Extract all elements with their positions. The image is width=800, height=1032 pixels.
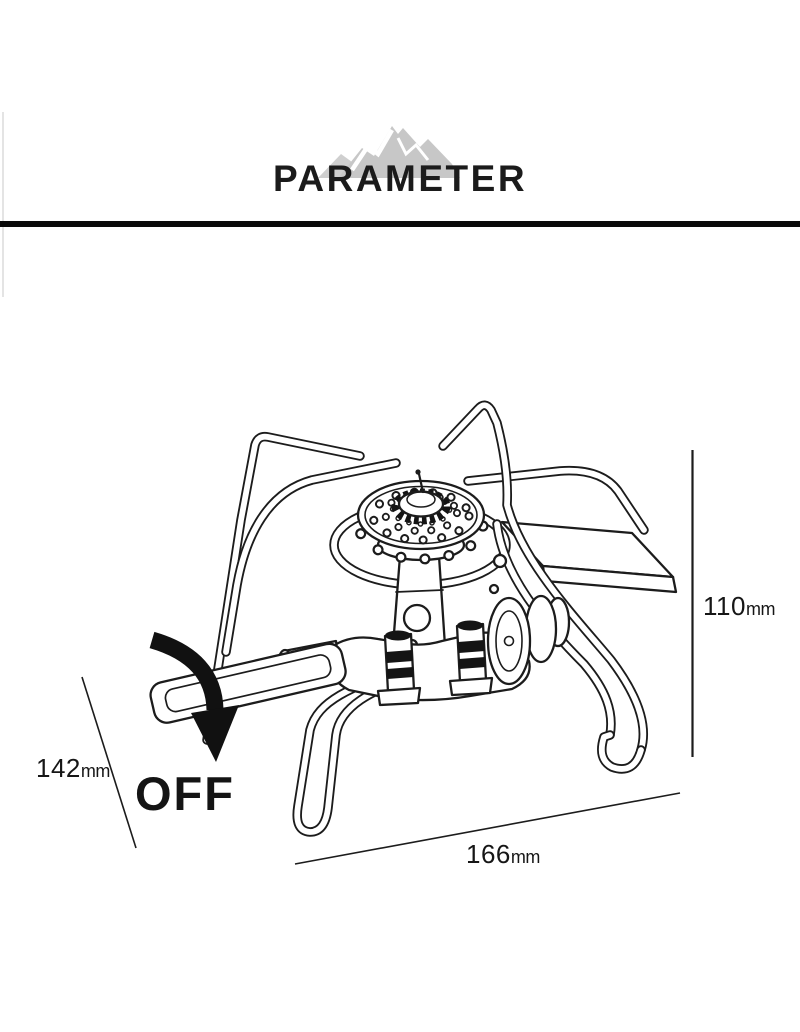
mountain-icon (318, 126, 460, 178)
control-handle (149, 642, 347, 724)
dimension-unit: mm (80, 761, 111, 781)
igniter-dome (397, 469, 445, 518)
dimension-unit: mm (745, 599, 776, 619)
divider-line (0, 221, 800, 227)
front-left-leg (292, 661, 419, 837)
front-right-leg (438, 400, 648, 774)
depth-dimension-line (81, 676, 137, 849)
dimension-lines (81, 450, 694, 865)
dimension-value: 142 (36, 753, 81, 783)
page-edge-line (2, 112, 4, 297)
width-dimension-line (294, 792, 681, 865)
off-label: OFF (135, 767, 235, 820)
leg-socket-right (448, 620, 494, 697)
page-title: PARAMETER (272, 158, 528, 199)
rotate-off-arrow-icon (149, 631, 239, 762)
depth-dimension-label: 142mm (36, 755, 110, 781)
leg-socket-left (376, 630, 422, 707)
height-dimension-label: 110mm (703, 593, 775, 619)
width-dimension-label: 166mm (466, 841, 540, 867)
dimension-value: 166 (466, 839, 511, 869)
ring-screws (488, 553, 508, 595)
dimension-unit: mm (510, 847, 541, 867)
valve-flywheel (486, 594, 571, 686)
burner-head (353, 469, 489, 565)
dimension-value: 110 (703, 591, 746, 621)
